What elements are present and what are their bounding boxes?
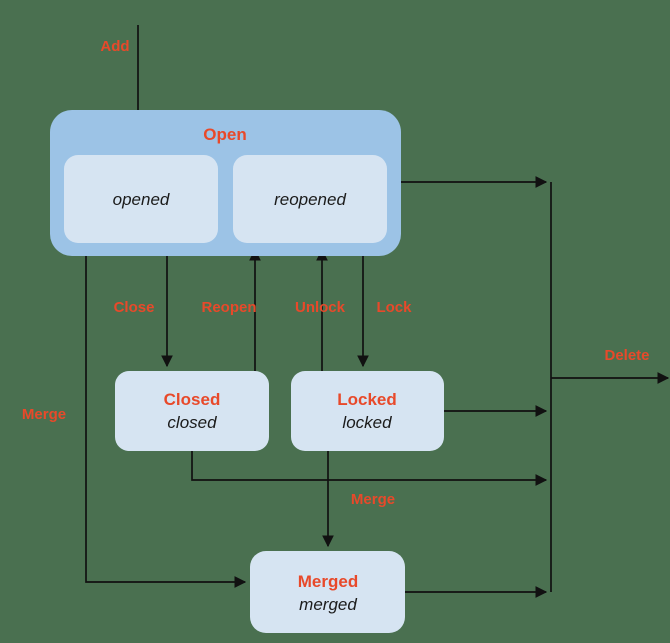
transition-add-label: Add (100, 38, 129, 55)
transition-merge-mid-label: Merge (351, 491, 395, 508)
closed-to-delete-bus-connector (191, 451, 548, 486)
substate-reopened-label: reopened (274, 190, 346, 209)
transition-reopen-label: Reopen (201, 299, 256, 316)
state-locked-title: Locked (337, 390, 397, 409)
state-closed[interactable]: Closed closed (115, 371, 269, 451)
state-merged[interactable]: Merged merged (250, 551, 405, 633)
substate-opened-label: opened (113, 190, 170, 209)
transition-merge-left-connector (85, 256, 247, 588)
state-locked-subtitle: locked (342, 413, 392, 432)
transition-delete-label: Delete (604, 347, 649, 364)
state-closed-subtitle: closed (167, 413, 217, 432)
substate-opened-box[interactable] (64, 155, 218, 243)
transition-close-label: Close (114, 299, 155, 316)
state-merged-subtitle: merged (299, 595, 357, 614)
transition-unlock-label: Unlock (295, 299, 346, 316)
state-locked[interactable]: Locked locked (291, 371, 444, 451)
state-merged-box (250, 551, 405, 633)
transition-lock-label: Lock (376, 299, 412, 316)
state-closed-title: Closed (164, 390, 221, 409)
state-merged-title: Merged (298, 572, 358, 591)
state-locked-box (291, 371, 444, 451)
transition-merge-left-label: Merge (22, 406, 66, 423)
state-group-open[interactable]: Open opened reopened (50, 110, 401, 256)
state-closed-box (115, 371, 269, 451)
state-group-open-label: Open (203, 125, 246, 144)
substate-reopened-box[interactable] (233, 155, 387, 243)
